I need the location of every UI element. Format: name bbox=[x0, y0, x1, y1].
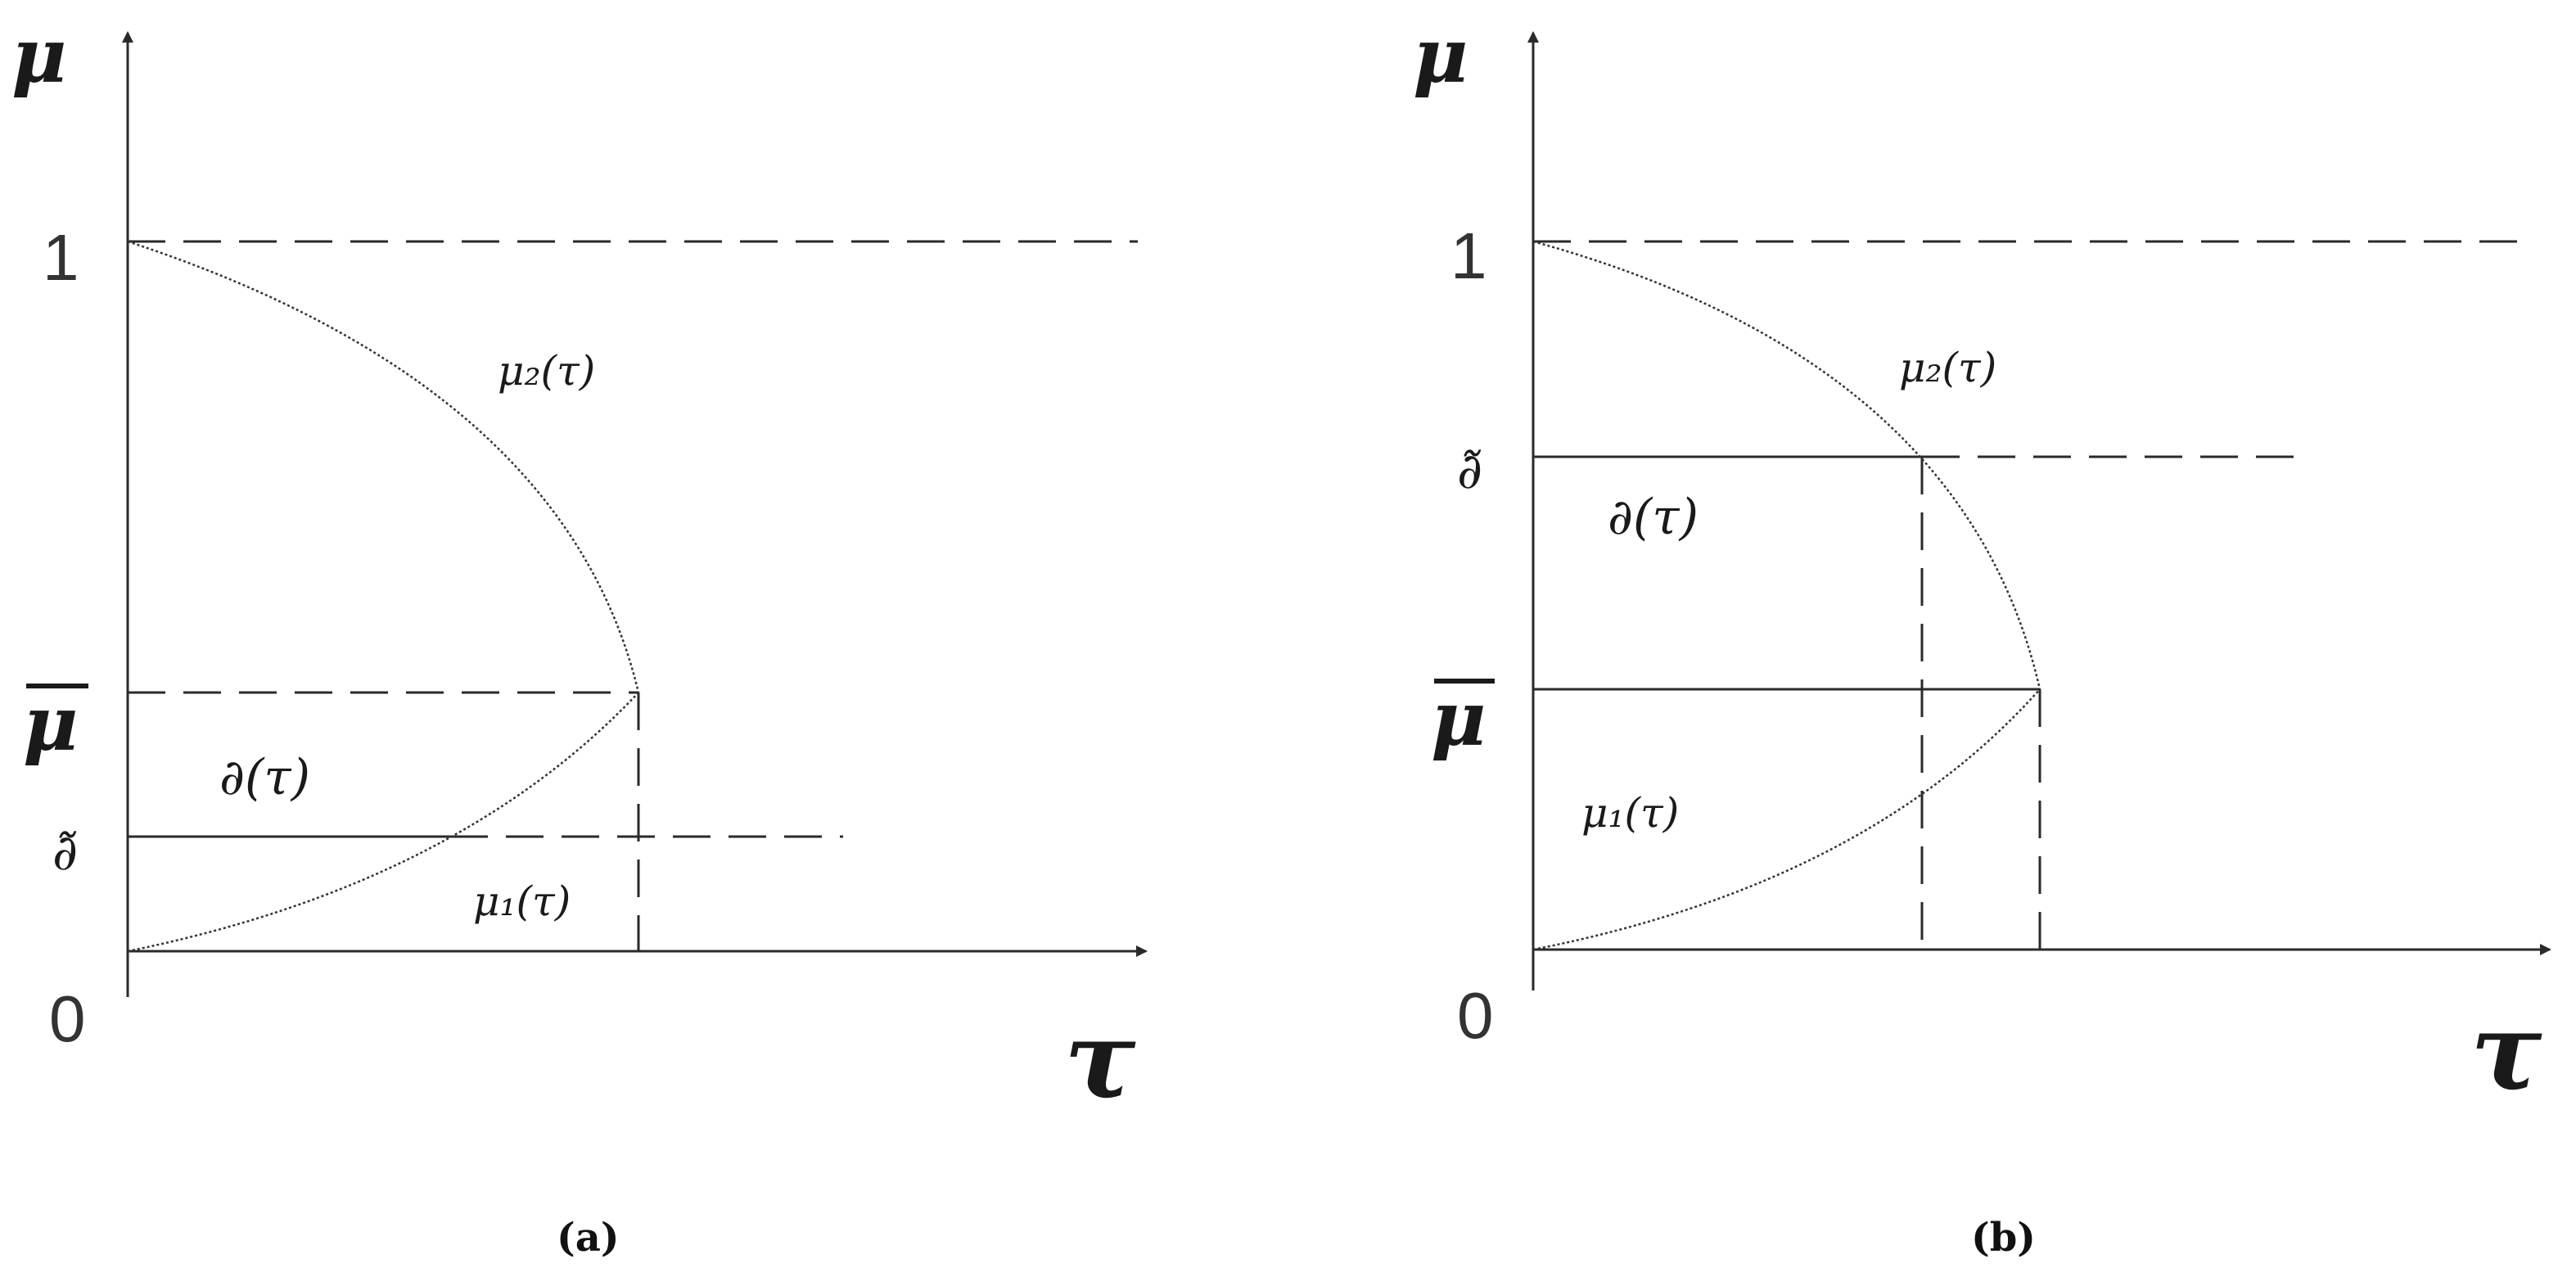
panel-a-tick-dtilde: ∂̃ bbox=[52, 824, 78, 882]
panel-b: μ τ 1 0 μ ∂̃ μ₂(τ) ∂(τ) μ₁(τ) (b) bbox=[1413, 11, 2551, 1261]
panel-b-mu2-label: μ₂(τ) bbox=[1899, 344, 1996, 391]
panel-a-mubar-label: μ bbox=[23, 679, 78, 768]
panel-b-x-axis-label: τ bbox=[2470, 989, 2542, 1114]
panel-b-caption: (b) bbox=[1971, 1215, 2036, 1261]
panel-a-tick-one: 1 bbox=[43, 221, 79, 294]
panel-b-tick-dtilde: ∂̃ bbox=[1457, 443, 1482, 500]
panel-a-y-axis-label: μ bbox=[11, 11, 66, 100]
panel-a-x-axis-label: τ bbox=[1064, 997, 1136, 1122]
panel-b-tick-one: 1 bbox=[1450, 219, 1487, 292]
panel-a-caption: (a) bbox=[557, 1215, 620, 1261]
panel-b-mu1-curve bbox=[1532, 688, 2041, 951]
panel-a-tick-mubar: μ bbox=[23, 679, 88, 768]
panel-a-mu1-label: μ₁(τ) bbox=[473, 878, 571, 925]
panel-b-region-label: ∂(τ) bbox=[1608, 489, 1699, 546]
panel-b-mu1-label: μ₁(τ) bbox=[1581, 789, 1679, 837]
panel-b-tick-zero: 0 bbox=[1457, 979, 1494, 1052]
panel-a-region-label: ∂(τ) bbox=[219, 749, 310, 806]
panel-b-mubar-label: μ bbox=[1431, 675, 1486, 763]
panel-b-mu2-curve bbox=[1532, 240, 2041, 690]
panel-b-y-axis-label: μ bbox=[1413, 11, 1468, 100]
panel-a-mu2-label: μ₂(τ) bbox=[498, 347, 595, 395]
panel-a: μ τ 1 0 μ ∂̃ μ₂(τ) ∂(τ) μ₁(τ) (a) bbox=[11, 11, 1148, 1261]
panel-a-mu1-curve bbox=[127, 692, 639, 953]
panel-a-tick-zero: 0 bbox=[49, 982, 86, 1055]
panel-b-tick-mubar: μ bbox=[1431, 675, 1495, 763]
panel-a-mu2-curve bbox=[127, 240, 640, 693]
